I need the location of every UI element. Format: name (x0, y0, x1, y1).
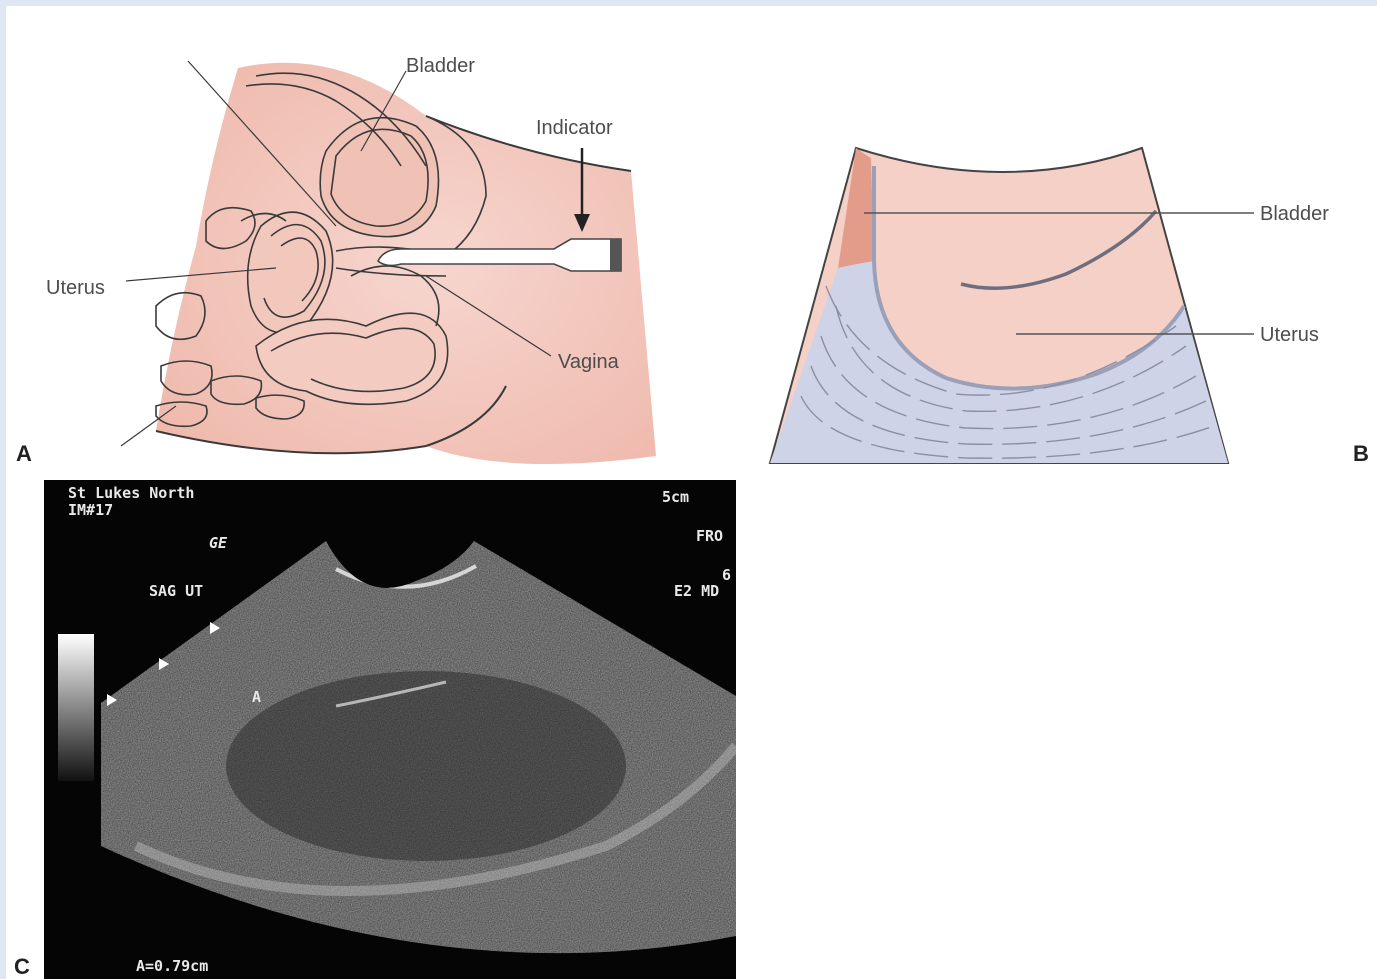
panel-letter-a: A (16, 441, 32, 466)
figure-canvas: Bladder Indicator Uterus Vagina A Bladde… (6, 6, 1377, 979)
label-vagina: Vagina (558, 351, 620, 373)
figure-page: Bladder Indicator Uterus Vagina A Bladde… (6, 6, 1377, 979)
label-indicator: Indicator (536, 117, 613, 139)
overlay-gain: 6 (722, 566, 731, 584)
label-uterus-b: Uterus (1260, 324, 1319, 346)
panel-letter-b: B (1353, 441, 1369, 466)
label-bladder-a: Bladder (406, 55, 475, 77)
panel-letter-c: C (14, 954, 30, 979)
overlay-frame-mode: FRO (696, 527, 723, 545)
overlay-image-number: IM#17 (68, 501, 113, 519)
overlay-depth: 5cm (662, 488, 689, 506)
panel-c-ultrasound: St Lukes North IM#17 GE SAG UT 5cm FRO 6… (14, 480, 741, 979)
panel-a-anatomy-drawing: Bladder Indicator Uterus Vagina A (16, 55, 656, 466)
overlay-view: SAG UT (149, 582, 203, 600)
label-uterus-a: Uterus (46, 277, 105, 299)
overlay-site: St Lukes North (68, 484, 194, 502)
overlay-caliper: A (252, 688, 261, 706)
panel-b-schematic: Bladder Uterus B (770, 148, 1369, 466)
overlay-mode: E2 MD (674, 582, 719, 600)
overlay-measurement: A=0.79cm (136, 957, 208, 975)
label-bladder-b: Bladder (1260, 203, 1329, 225)
grayscale-bar (58, 634, 94, 781)
overlay-logo: GE (209, 534, 228, 552)
